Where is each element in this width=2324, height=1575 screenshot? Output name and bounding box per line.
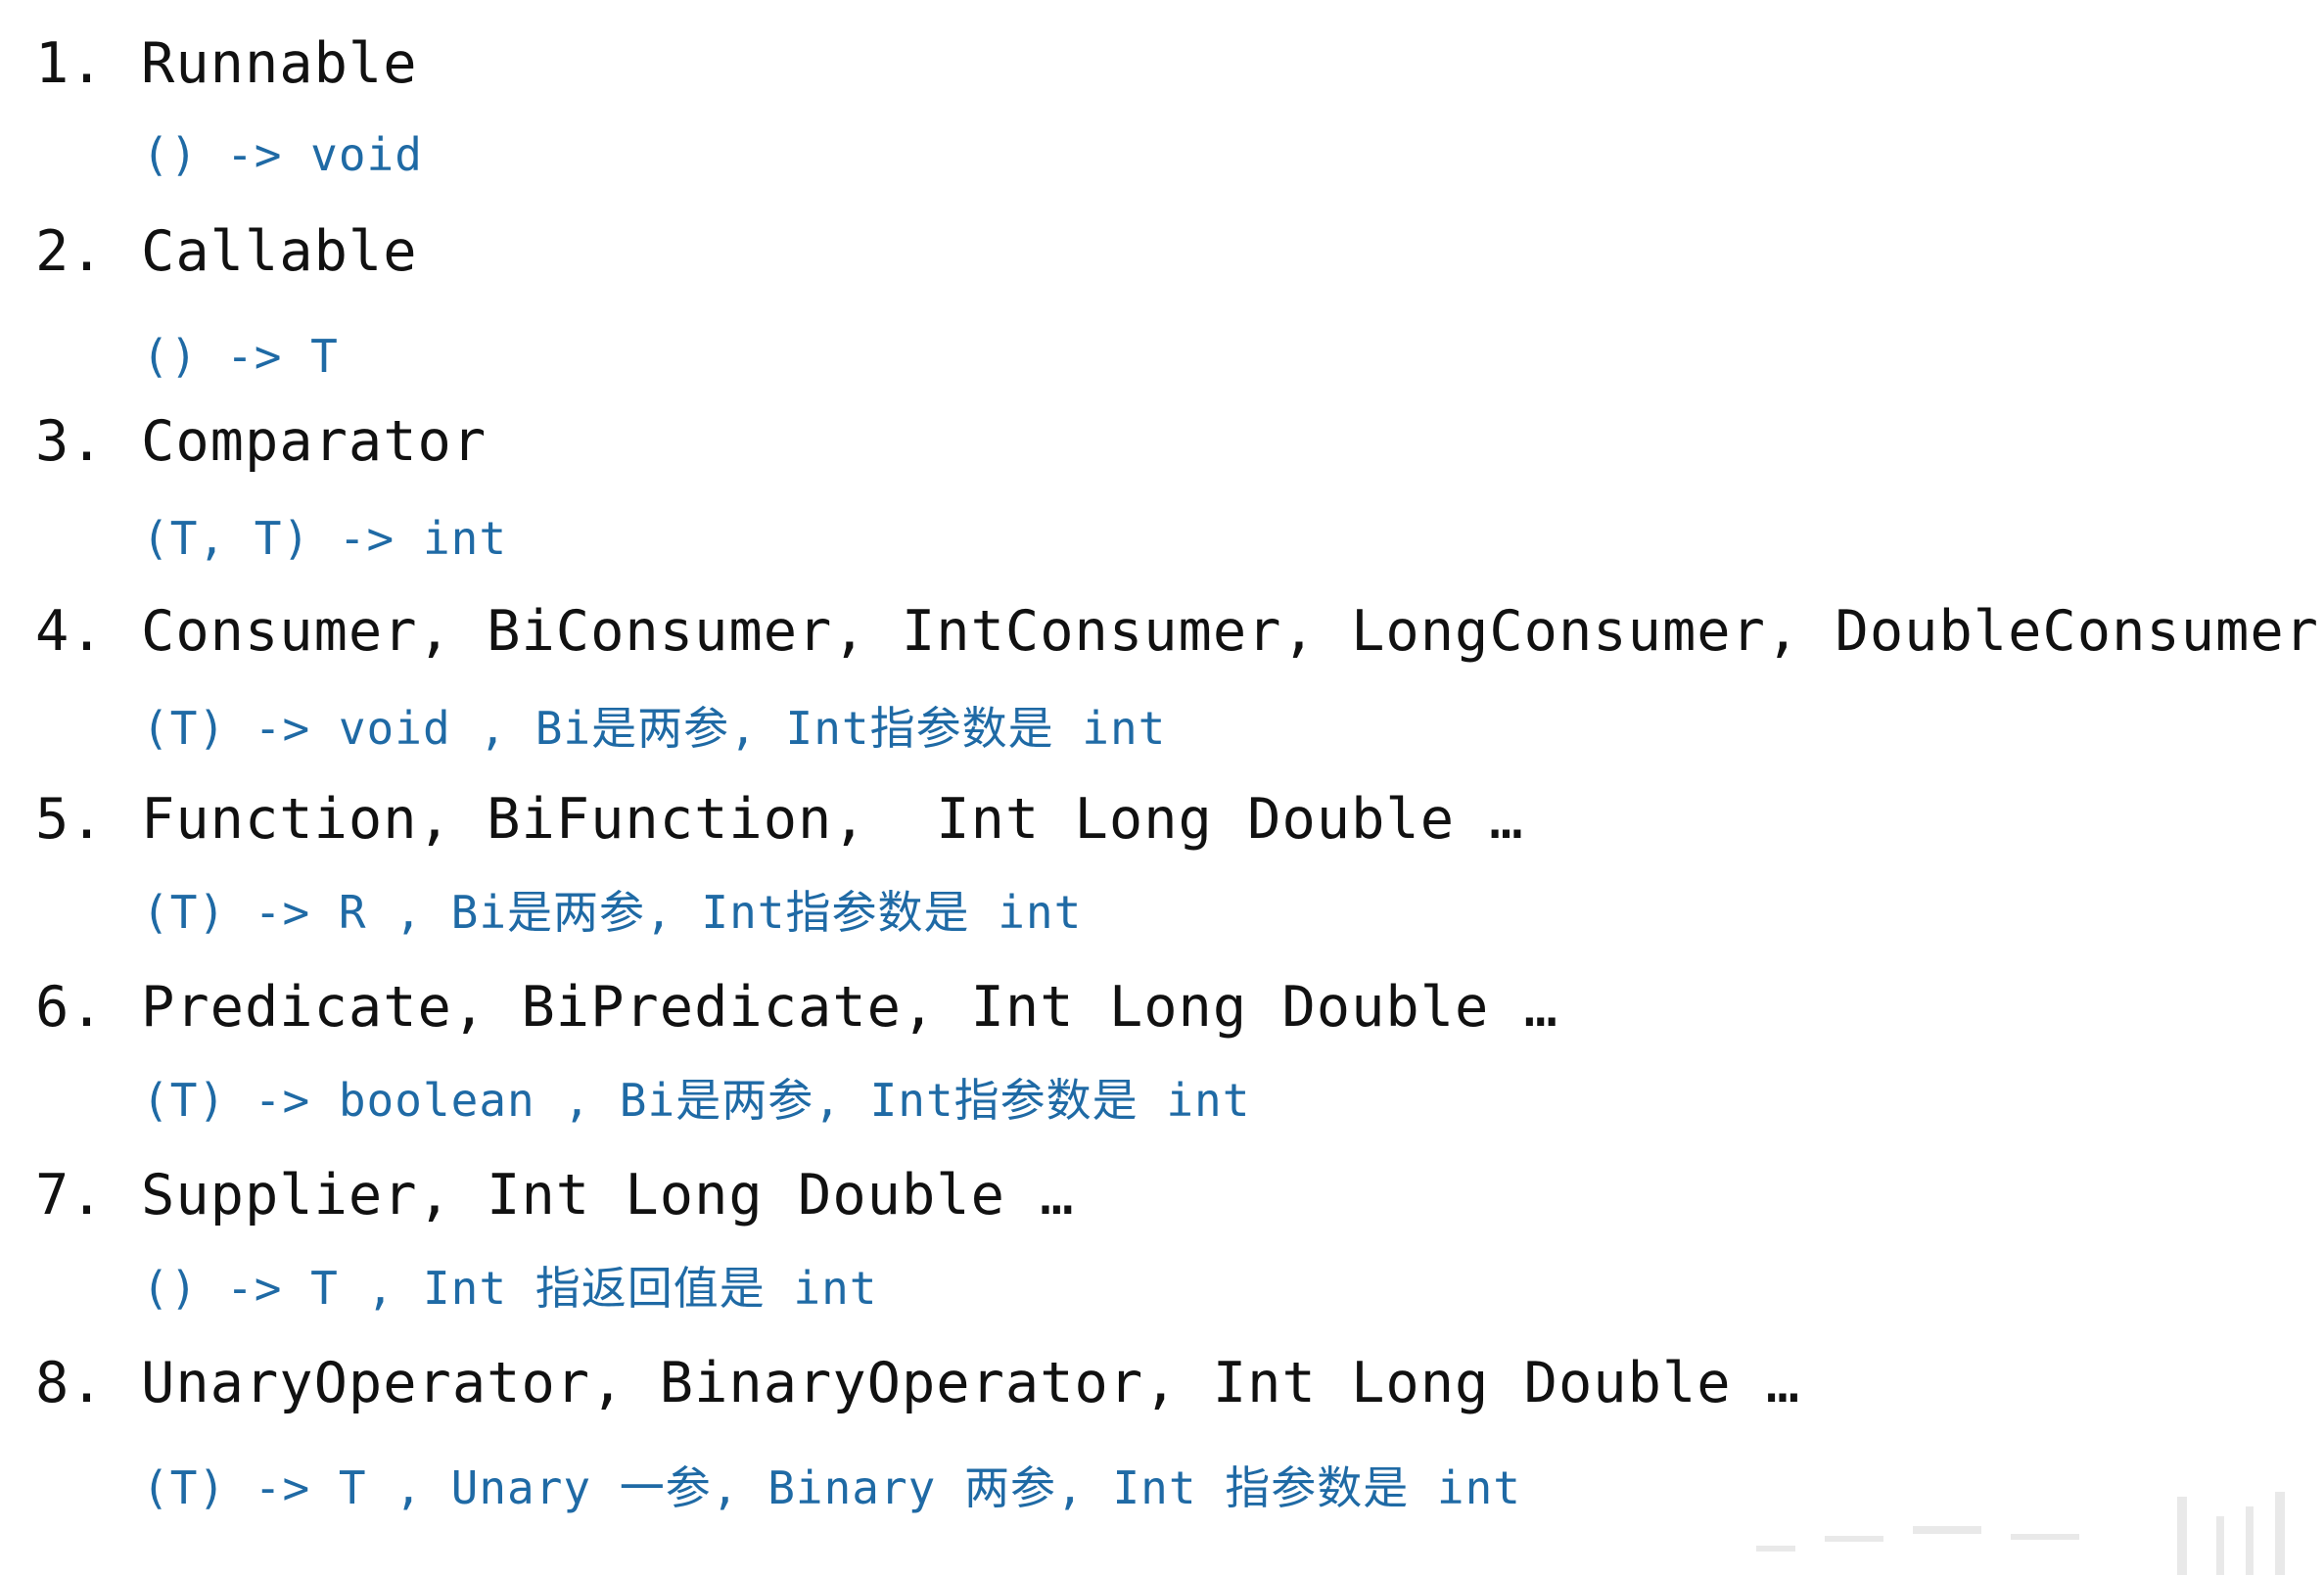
item-number: 5. bbox=[35, 787, 105, 852]
item-heading: 8. UnaryOperator, BinaryOperator, Int Lon… bbox=[35, 1349, 1800, 1417]
item-heading: 3. Comparator bbox=[35, 407, 487, 476]
item-signature: (T) -> R , Bi是两参, Int指参数是 int bbox=[142, 886, 1083, 939]
item-heading: 4. Consumer, BiConsumer, IntConsumer, Lon… bbox=[35, 597, 2319, 666]
item-number: 2. bbox=[35, 219, 105, 284]
item-number: 3. bbox=[35, 409, 105, 474]
item-name: Consumer, BiConsumer, IntConsumer, LongC… bbox=[141, 599, 2319, 664]
item-number: 8. bbox=[35, 1351, 105, 1415]
item-name: Function, BiFunction, Int Long Double … bbox=[141, 787, 1524, 852]
item-signature: (T) -> T , Unary 一参, Binary 两参, Int 指参数是… bbox=[142, 1461, 1521, 1514]
item-number: 1. bbox=[35, 31, 105, 96]
item-number: 6. bbox=[35, 975, 105, 1040]
item-signature: () -> void bbox=[142, 128, 423, 181]
watermark-graphic bbox=[1756, 1492, 2285, 1575]
item-signature: (T) -> boolean , Bi是两参, Int指参数是 int bbox=[142, 1074, 1251, 1127]
item-name: Runnable bbox=[141, 31, 418, 96]
item-name: Callable bbox=[141, 219, 418, 284]
item-signature: (T) -> void , Bi是两参, Int指参数是 int bbox=[142, 702, 1167, 755]
item-signature: () -> T bbox=[142, 330, 339, 383]
item-signature: (T, T) -> int bbox=[142, 512, 508, 565]
item-heading: 5. Function, BiFunction, Int Long Double … bbox=[35, 785, 1524, 854]
item-heading: 1. Runnable bbox=[35, 29, 418, 98]
item-signature: () -> T , Int 指返回值是 int bbox=[142, 1262, 878, 1315]
item-heading: 6. Predicate, BiPredicate, Int Long Doubl… bbox=[35, 973, 1558, 1042]
item-name: Comparator bbox=[141, 409, 488, 474]
item-name: UnaryOperator, BinaryOperator, Int Long … bbox=[141, 1351, 1801, 1415]
item-name: Supplier, Int Long Double … bbox=[141, 1163, 1075, 1228]
item-number: 4. bbox=[35, 599, 105, 664]
item-heading: 7. Supplier, Int Long Double … bbox=[35, 1161, 1075, 1229]
item-number: 7. bbox=[35, 1163, 105, 1228]
item-name: Predicate, BiPredicate, Int Long Double … bbox=[141, 975, 1558, 1040]
item-heading: 2. Callable bbox=[35, 217, 418, 286]
